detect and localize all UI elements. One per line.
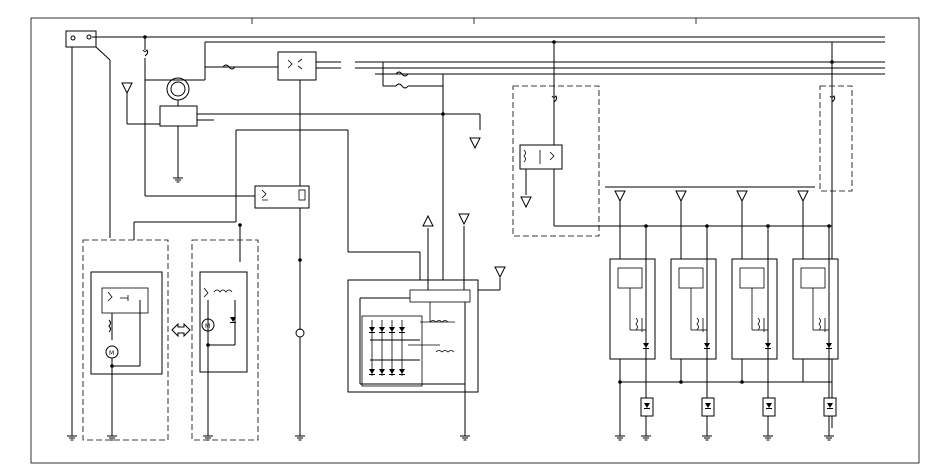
wiper-module (82, 239, 169, 441)
control-unit (159, 105, 198, 127)
motor-module (191, 239, 259, 441)
svg-text:M: M (109, 350, 114, 357)
svg-text:M: M (205, 323, 210, 330)
ground-icon (202, 427, 214, 441)
relay-module (512, 85, 600, 237)
double-arrow-icon (171, 322, 191, 338)
antenna-icon (736, 190, 748, 202)
coil-unit-4 (792, 226, 839, 441)
antenna-icon (458, 213, 470, 225)
ground-icon (701, 427, 713, 441)
antenna-icon (675, 190, 687, 202)
fuse-icon (395, 71, 409, 77)
antenna-icon (422, 215, 434, 227)
ground-icon (66, 427, 78, 441)
sensor-icon (166, 77, 190, 101)
coil-unit-3 (731, 226, 778, 441)
ground-icon (172, 169, 184, 183)
ground-icon (823, 427, 835, 441)
outer-frame (30, 17, 920, 464)
relay-icon (254, 185, 310, 209)
ground-icon (459, 427, 471, 441)
fuse-icon (395, 83, 409, 89)
junction-dots (110, 35, 834, 384)
coil-unit-1 (609, 226, 656, 441)
relay-icon (519, 144, 563, 170)
ground-icon (106, 427, 118, 441)
antenna-icon (469, 137, 481, 149)
fuse-icon (551, 95, 558, 103)
fuse-module (819, 85, 853, 192)
antenna-icon (520, 196, 532, 208)
ignition-switch (65, 30, 97, 48)
ground-icon (762, 427, 774, 441)
antenna-icon (494, 266, 506, 278)
fuse-icon (142, 49, 149, 57)
antenna-icon (614, 190, 626, 202)
ground-icon (640, 427, 652, 441)
ground-icon (614, 427, 626, 441)
antenna-icon (121, 82, 133, 94)
motor-icon (201, 318, 215, 332)
antenna-icon (797, 190, 809, 202)
fuse-icon (222, 64, 236, 70)
alternator (347, 279, 479, 393)
relay-icon (277, 51, 317, 81)
fuse-icon (829, 95, 836, 103)
coil-unit-2 (670, 226, 717, 441)
ground-icon (294, 427, 306, 441)
sensor-icon (295, 328, 305, 338)
